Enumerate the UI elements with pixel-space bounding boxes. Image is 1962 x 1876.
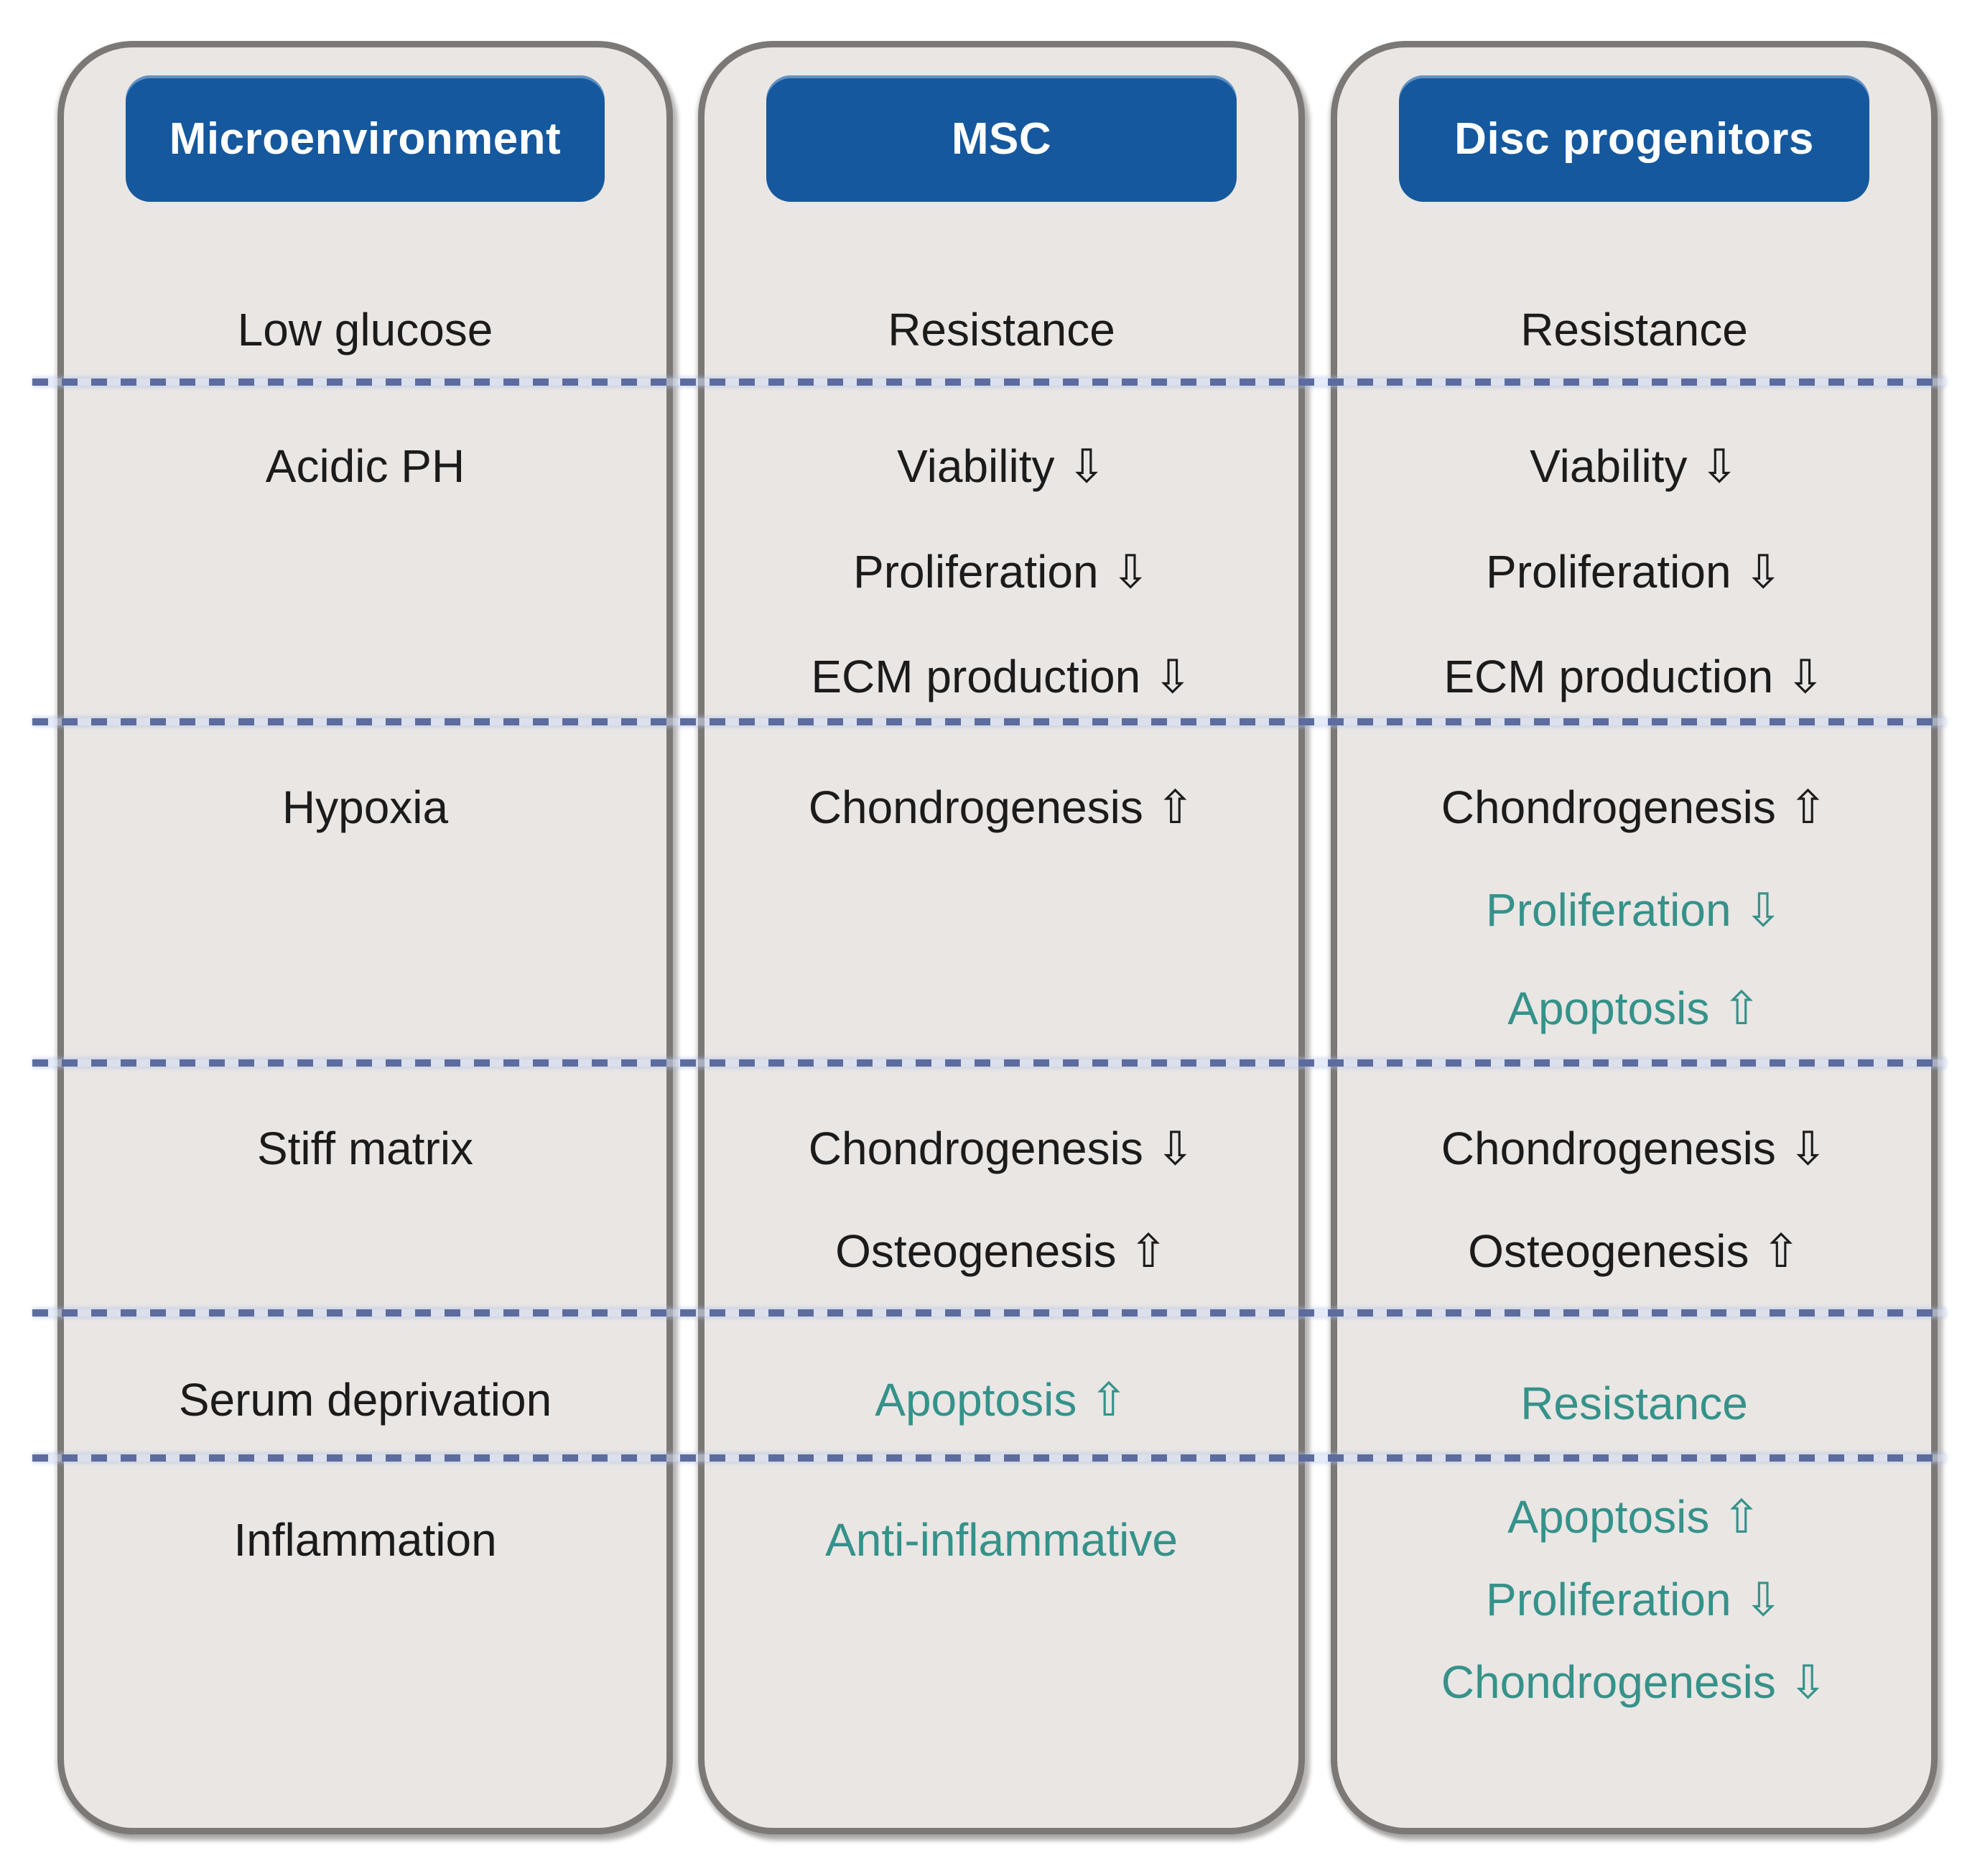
cell-low-glucose: Low glucose [237, 304, 493, 356]
cell-disc-apoptosis-up-hypoxia: Apoptosis ⇧ [1507, 983, 1761, 1034]
cell-disc-resistance: Resistance [1520, 304, 1748, 356]
cell-hypoxia: Hypoxia [282, 781, 449, 833]
cell-acidic-ph: Acidic PH [265, 440, 465, 492]
cell-disc-proliferation-down-hypoxia: Proliferation ⇩ [1486, 884, 1782, 936]
row-divider-2 [32, 718, 1946, 725]
cell-disc-chondrogenesis-up: Chondrogenesis ⇧ [1441, 781, 1828, 833]
cell-msc-ecm-production-down: ECM production ⇩ [811, 651, 1192, 702]
cell-disc-resistance-serum: Resistance [1520, 1378, 1748, 1429]
cell-stiff-matrix: Stiff matrix [256, 1123, 474, 1174]
column-header-microenvironment: Microenvironment [126, 75, 605, 202]
column-header-disc-progenitors: Disc progenitors [1399, 75, 1869, 202]
cell-disc-proliferation-down: Proliferation ⇩ [1486, 546, 1782, 598]
cell-disc-chondrogenesis-down: Chondrogenesis ⇩ [1441, 1123, 1828, 1174]
cell-msc-chondrogenesis-up: Chondrogenesis ⇧ [808, 781, 1195, 833]
cell-disc-apoptosis-up-inflammation: Apoptosis ⇧ [1507, 1491, 1761, 1543]
cell-msc-resistance: Resistance [888, 304, 1115, 356]
column-header-label: Disc progenitors [1454, 113, 1814, 164]
cell-msc-proliferation-down: Proliferation ⇩ [853, 546, 1150, 598]
column-msc: MSC Resistance Viability ⇩ Proliferation… [698, 41, 1305, 1834]
cell-msc-viability-down: Viability ⇩ [897, 440, 1106, 492]
row-divider-4 [32, 1309, 1946, 1317]
column-disc-progenitors: Disc progenitors Resistance Viability ⇩ … [1331, 41, 1938, 1834]
cell-msc-anti-inflammative: Anti-inflammative [825, 1514, 1178, 1566]
cell-serum-deprivation: Serum deprivation [178, 1374, 552, 1426]
cell-disc-osteogenesis-up: Osteogenesis ⇧ [1468, 1225, 1800, 1277]
row-divider-5 [32, 1454, 1946, 1462]
cell-msc-apoptosis-up: Apoptosis ⇧ [875, 1374, 1128, 1426]
cell-inflammation: Inflammation [233, 1514, 497, 1566]
cell-msc-chondrogenesis-down: Chondrogenesis ⇩ [808, 1123, 1195, 1174]
column-header-label: MSC [951, 113, 1052, 164]
cell-disc-viability-down: Viability ⇩ [1530, 440, 1739, 492]
row-divider-3 [32, 1059, 1946, 1067]
row-divider-1 [32, 379, 1946, 386]
column-microenvironment: Microenvironment Low glucose Acidic PH H… [57, 41, 673, 1834]
cell-disc-ecm-production-down: ECM production ⇩ [1443, 651, 1825, 702]
column-header-msc: MSC [766, 75, 1237, 202]
cell-disc-proliferation-down-inflammation: Proliferation ⇩ [1486, 1574, 1782, 1625]
cell-msc-osteogenesis-up: Osteogenesis ⇧ [835, 1225, 1168, 1277]
cell-disc-chondrogenesis-down-inflammation: Chondrogenesis ⇩ [1441, 1656, 1828, 1708]
column-header-label: Microenvironment [169, 113, 562, 164]
